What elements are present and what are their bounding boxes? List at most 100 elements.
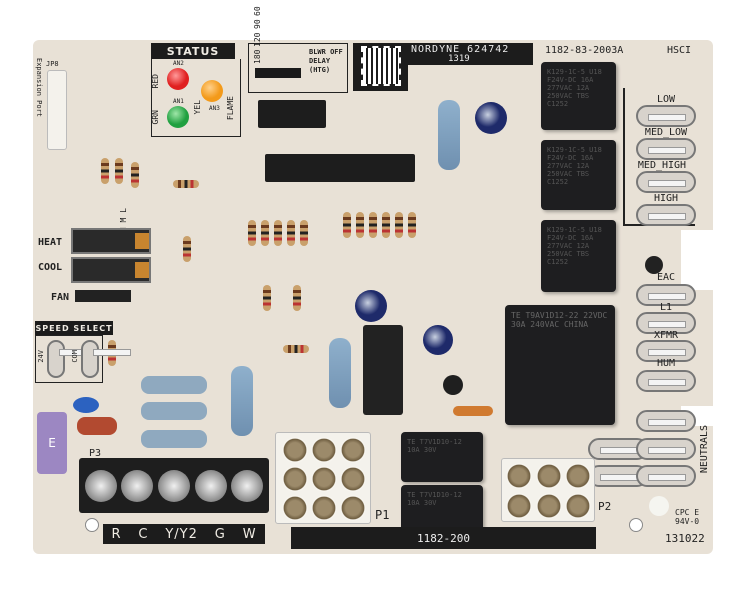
com-label: COM: [71, 350, 79, 363]
terminal-r-label: R: [111, 526, 122, 542]
resistor: [263, 285, 271, 311]
brand-code: 1319: [448, 54, 470, 64]
resistor: [293, 285, 301, 311]
board-notch: [681, 230, 721, 290]
red-led: [167, 68, 189, 90]
large-resistor: [329, 338, 351, 408]
fan-jumper[interactable]: [75, 290, 131, 302]
cert-label: CPC E 94V-0: [675, 508, 700, 526]
p1-connector[interactable]: [275, 432, 371, 524]
tap-xfmr[interactable]: [636, 340, 696, 362]
blower-delay-box: 180 120 90 60 BLWR OFF DELAY (HTG): [248, 7, 348, 93]
expansion-port-label: Expansion Port: [35, 58, 43, 118]
neutral-tap[interactable]: [636, 465, 696, 487]
yel-label: YEL: [193, 100, 202, 115]
varistor: [645, 256, 663, 274]
grn-label: GRN: [151, 110, 160, 125]
terminal-w-label: W: [242, 526, 257, 542]
fan-label: FAN: [51, 292, 70, 303]
terminal-r-screw[interactable]: [85, 470, 117, 502]
resistor: [356, 212, 364, 238]
tap-high-label: HIGH: [653, 193, 679, 204]
speed-select-box: [35, 335, 103, 383]
p3-label: P3: [89, 448, 102, 459]
delay-90: 90: [253, 19, 262, 30]
resistor: [343, 212, 351, 238]
neutral-tap[interactable]: [636, 438, 696, 460]
bottom-part-label: 1182-200: [291, 527, 596, 549]
resistor: [274, 220, 282, 246]
relay-k6: K129-1C-5 U18 F24V-DC 16A 277VAC 12A 250…: [541, 140, 616, 210]
tap-med-high[interactable]: [636, 171, 696, 193]
tap-hum-label: HUM: [656, 358, 676, 369]
terminal-y-screw[interactable]: [158, 470, 190, 502]
tap-eac-label: EAC: [656, 272, 676, 283]
part-number: 1182-83-2003A: [545, 45, 624, 56]
speed-select-24v-pin[interactable]: [47, 340, 97, 378]
cool-switch[interactable]: [71, 257, 151, 283]
resistor: [131, 162, 139, 188]
brand-name: NORDYNE 624742: [411, 44, 510, 55]
tap-med-low-label: MED_LOW: [644, 127, 688, 138]
capacitor: [423, 325, 453, 355]
delay-label: BLWR OFF DELAY (HTG): [309, 48, 343, 74]
tap-high[interactable]: [636, 204, 696, 226]
power-resistor: [141, 402, 207, 420]
terminal-c-label: C: [138, 526, 149, 542]
neutrals-label: NEUTRALS: [699, 425, 710, 474]
terminal-g-label: G: [214, 526, 226, 542]
relay-k5: K129-1C-5 U18 F24V-DC 16A 277VAC 12A 250…: [541, 220, 616, 292]
standoff: [649, 496, 669, 516]
resistor: [369, 212, 377, 238]
status-label: STATUS: [151, 43, 235, 59]
resistor: [300, 220, 308, 246]
mounting-hole: [629, 518, 643, 532]
heat-switch[interactable]: [71, 228, 151, 254]
heat-label: HEAT: [38, 237, 63, 248]
tap-l1[interactable]: [636, 312, 696, 334]
tap-low[interactable]: [636, 105, 696, 127]
yellow-led: [201, 80, 223, 102]
flame-label: FLAME: [226, 96, 235, 121]
fuse[interactable]: E: [37, 412, 67, 474]
tap-xfmr-label: XFMR: [653, 330, 679, 341]
terminal-labels: R C Y/Y2 G W: [103, 524, 265, 544]
circuit-board: STATUS RED GRN YEL FLAME AN2 AN1 AN3 180…: [33, 7, 721, 554]
relay-k3: TE T7V1D10-12 10A 30V: [401, 485, 483, 535]
capacitor: [73, 397, 99, 413]
tap-med-high-label: MED_HIGH: [637, 160, 687, 171]
resistor: [101, 158, 109, 184]
delay-jumper[interactable]: [255, 68, 301, 78]
p2-label: P2: [598, 500, 612, 513]
terminal-w-screw[interactable]: [231, 470, 263, 502]
tap-hum[interactable]: [636, 370, 696, 392]
relay-k2: TE T7V1D10-12 10A 30V: [401, 432, 483, 482]
tap-eac[interactable]: [636, 284, 696, 306]
resistor: [395, 212, 403, 238]
terminal-g-screw[interactable]: [195, 470, 227, 502]
tap-med-low[interactable]: [636, 138, 696, 160]
expansion-port-connector[interactable]: [47, 70, 67, 150]
resistor: [408, 212, 416, 238]
speed-select-label: SPEED SELECT: [35, 321, 113, 335]
neutral-tap[interactable]: [636, 410, 696, 432]
relay-k7: K129-1C-5 U18 F24V-DC 16A 277VAC 12A 250…: [541, 62, 616, 130]
power-resistor: [141, 430, 207, 448]
red-label: RED: [151, 74, 160, 89]
an1-label: AN1: [173, 98, 184, 105]
resistor: [248, 220, 256, 246]
status-box: [151, 59, 241, 137]
an3-label: AN3: [209, 105, 220, 112]
p2-connector[interactable]: [501, 458, 595, 522]
mounting-hole: [85, 518, 99, 532]
capacitor: [355, 290, 387, 322]
power-resistor: [141, 376, 207, 394]
an2-label: AN2: [173, 60, 184, 67]
speed-select-com-pin[interactable]: [81, 340, 131, 378]
resistor: [173, 180, 199, 188]
jp8-label: JP8: [46, 60, 59, 68]
date-code: 131022: [665, 532, 705, 545]
terminal-c-screw[interactable]: [121, 470, 153, 502]
cool-label: COOL: [38, 262, 63, 273]
delay-60: 60: [253, 6, 262, 17]
